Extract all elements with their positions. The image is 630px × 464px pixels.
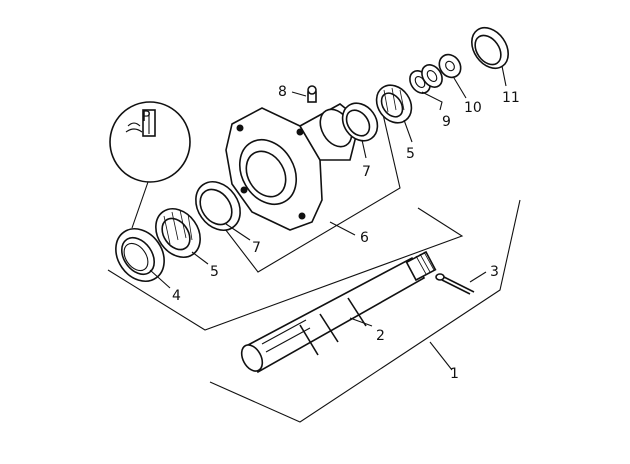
callout-1: 1 xyxy=(450,366,459,382)
callout-labels: 1 2 3 4 5 5 6 7 7 8 9 10 11 xyxy=(172,84,520,382)
callout-6: 6 xyxy=(360,230,369,246)
callout-3: 3 xyxy=(490,264,499,280)
group-bracket-4 xyxy=(107,207,464,331)
race-7-right xyxy=(341,102,379,159)
bearing-5-left xyxy=(155,208,201,258)
callout-11: 11 xyxy=(502,90,520,106)
grease-fitting xyxy=(291,85,317,103)
washers-9 xyxy=(409,64,443,111)
cotter-pin xyxy=(435,273,475,295)
callout-7-right: 7 xyxy=(362,164,371,180)
group-bracket-6 xyxy=(211,109,401,273)
detail-inset: P xyxy=(109,101,191,229)
hub-6 xyxy=(225,103,361,231)
callout-5-left: 5 xyxy=(210,264,219,280)
callout-leaders xyxy=(149,223,487,327)
callout-7-left: 7 xyxy=(252,240,261,256)
group-bracket-1 xyxy=(209,199,521,423)
bearing-5-right xyxy=(375,84,413,143)
inset-label: P xyxy=(142,109,150,125)
callout-9: 9 xyxy=(442,114,451,130)
race-7-left xyxy=(195,181,241,231)
callout-4: 4 xyxy=(172,288,181,304)
callout-5-right: 5 xyxy=(406,146,415,162)
axle-shaft xyxy=(240,250,437,374)
castle-nut-10 xyxy=(438,53,467,99)
seal-4 xyxy=(115,228,165,282)
callout-8: 8 xyxy=(278,84,287,100)
callout-2: 2 xyxy=(376,328,385,344)
callout-10: 10 xyxy=(464,100,482,116)
dust-cap-11 xyxy=(471,26,509,87)
